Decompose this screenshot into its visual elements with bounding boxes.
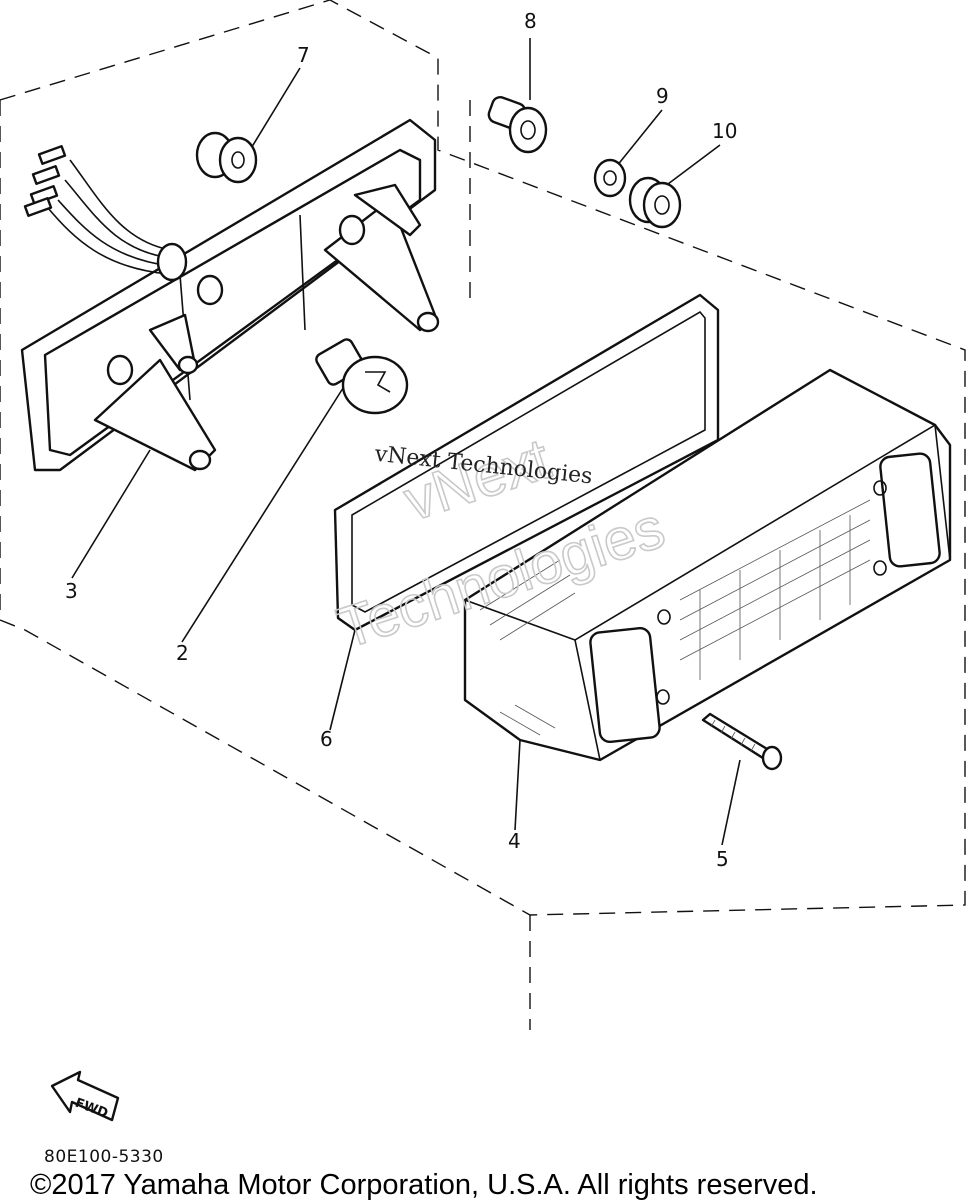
collar <box>487 96 548 154</box>
bulb <box>315 338 409 415</box>
washer <box>593 158 627 198</box>
callout-8: 8 <box>524 9 537 33</box>
lens <box>463 368 952 762</box>
leader-lines <box>71 38 741 846</box>
grommet <box>195 131 258 184</box>
diagram-code: 80E100-5330 <box>44 1147 164 1167</box>
callout-2: 2 <box>176 641 189 665</box>
nut <box>628 176 682 229</box>
callout-4: 4 <box>508 829 521 853</box>
callout-6: 6 <box>320 727 333 751</box>
callout-5: 5 <box>716 847 729 871</box>
callout-10: 10 <box>712 119 737 143</box>
wire-harness <box>23 144 188 282</box>
screw <box>701 712 783 771</box>
fwd-arrow-icon: FWD <box>50 1070 120 1122</box>
exploded-parts-diagram: 2 3 4 5 6 7 8 9 10 vNext Technologies vN… <box>0 0 966 1122</box>
callout-3: 3 <box>65 579 78 603</box>
copyright-notice: ©2017 Yamaha Motor Corporation, U.S.A. A… <box>30 1169 818 1201</box>
callout-7: 7 <box>297 43 310 67</box>
assembly-boundary <box>0 0 966 1030</box>
callout-9: 9 <box>656 84 669 108</box>
callout-numbers: 2 3 4 5 6 7 8 9 10 <box>65 9 737 871</box>
lamp-housing <box>20 118 440 472</box>
